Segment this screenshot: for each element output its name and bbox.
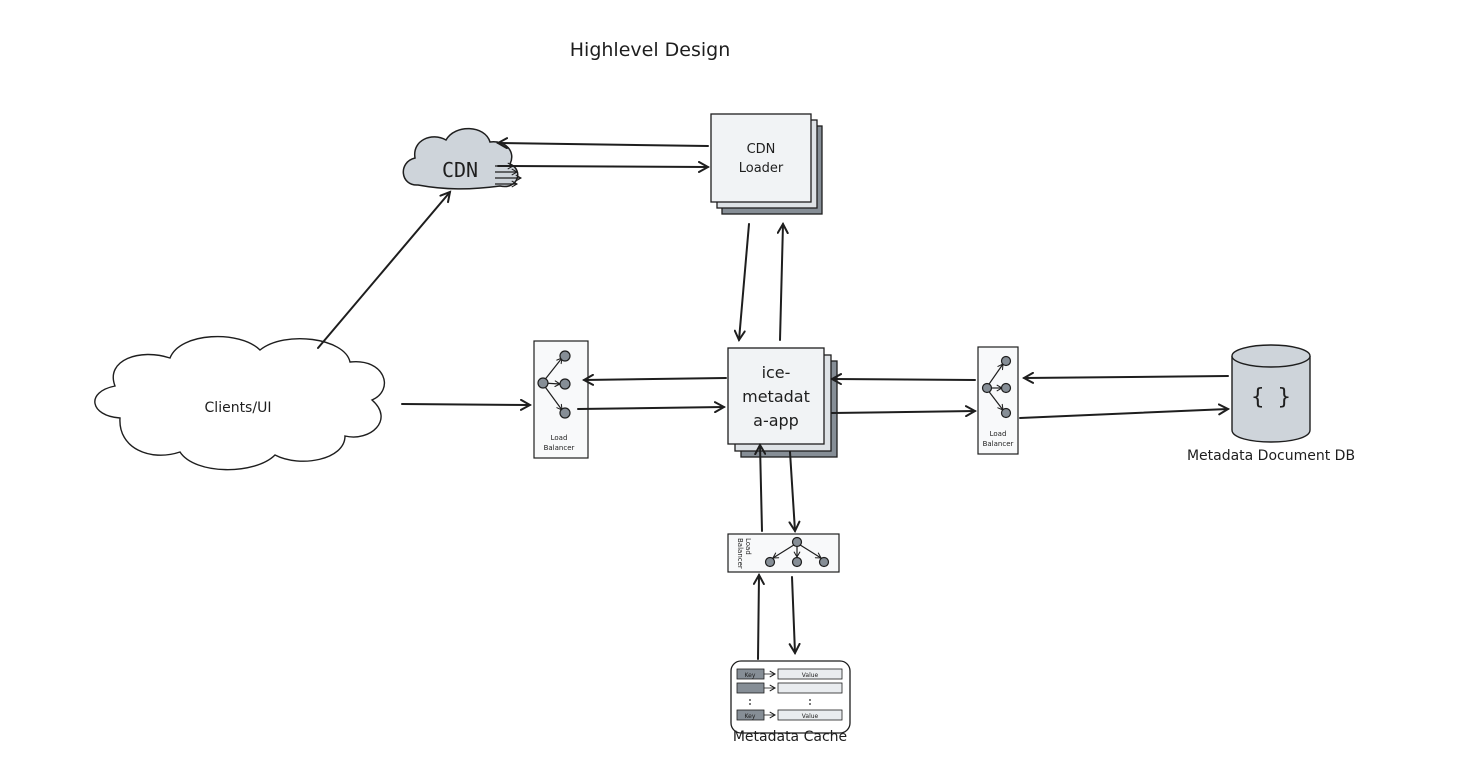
- connectors: [317, 143, 1229, 660]
- db-label: Metadata Document DB: [1187, 448, 1355, 464]
- cache-key-text: Key: [745, 713, 756, 720]
- db-icon-text: { }: [1251, 385, 1291, 410]
- lb-left-tree-icon: [537, 350, 571, 419]
- cache-key-cell: [736, 682, 765, 694]
- edge-app-to-lb-bottom: [790, 451, 795, 531]
- diagram-title: Highlevel Design: [570, 39, 731, 61]
- load-balancer-right[interactable]: Load Balancer: [977, 346, 1019, 455]
- edge-cdn-to-loader: [497, 166, 708, 167]
- cache-value-cell: [777, 668, 843, 680]
- cdn-loader-label-2: Loader: [739, 161, 784, 176]
- edge-db-to-lb-right: [1024, 376, 1229, 378]
- cdn-loader-label-1: CDN: [747, 142, 776, 157]
- load-balancer-left[interactable]: Load Balancer: [533, 340, 589, 459]
- lb-bottom-label-1: Load: [744, 538, 752, 555]
- edge-cache-to-lb-bottom: [758, 575, 759, 660]
- lb-left-label-2: Balancer: [544, 444, 575, 452]
- clients-cloud-icon: [94, 335, 385, 471]
- cache-ellipsis: [749, 699, 811, 705]
- edge-clients-to-lb-left: [401, 404, 530, 405]
- load-balancer-bottom[interactable]: Load Balancer: [727, 533, 840, 573]
- app-node[interactable]: ice- metadat a-app: [727, 347, 838, 458]
- edge-app-to-lb-left: [584, 378, 727, 380]
- lb-right-label-1: Load: [990, 430, 1007, 438]
- edge-clients-to-cdn: [317, 192, 450, 349]
- edge-lb-left-to-app: [577, 407, 724, 409]
- db-node[interactable]: { } Metadata Document DB: [1187, 344, 1355, 464]
- edge-app-to-loader: [780, 224, 783, 341]
- edge-loader-to-cdn: [498, 143, 709, 146]
- edge-app-to-lb-right: [831, 411, 975, 413]
- cache-label: Metadata Cache: [733, 729, 847, 745]
- db-cylinder-icon: [1231, 356, 1311, 443]
- cdn-label: CDN: [442, 158, 478, 182]
- edge-loader-to-app: [739, 223, 750, 340]
- app-label-3: a-app: [753, 411, 799, 430]
- lb-right-label-2: Balancer: [983, 440, 1014, 448]
- cache-node[interactable]: Key Value Key Value Metadata Cache: [730, 660, 851, 745]
- clients-label: Clients/UI: [205, 400, 272, 416]
- lb-right-tree-icon: [981, 355, 1012, 419]
- cache-key-text: Key: [745, 672, 756, 679]
- cdn-node[interactable]: CDN: [402, 127, 523, 190]
- cdn-loader-box: [710, 113, 812, 203]
- cache-value-text: Value: [802, 672, 819, 679]
- edge-lb-bottom-to-cache: [792, 576, 795, 653]
- db-cylinder-top: [1231, 344, 1311, 368]
- lb-bottom-tree-icon: [764, 536, 830, 568]
- cdn-loader-node[interactable]: CDN Loader: [710, 113, 823, 215]
- cache-value-text: Value: [802, 713, 819, 720]
- clients-node[interactable]: Clients/UI: [94, 335, 385, 471]
- app-label-1: ice-: [762, 363, 791, 382]
- cache-value-cell: [777, 709, 843, 721]
- cache-value-cell: [777, 682, 843, 694]
- app-box: [727, 347, 825, 445]
- edge-lb-bottom-to-app: [760, 445, 762, 532]
- lb-left-label-1: Load: [551, 434, 568, 442]
- cdn-cloud-icon: [402, 127, 519, 190]
- edge-lb-right-to-db: [1019, 409, 1228, 419]
- app-label-2: metadat: [742, 387, 810, 406]
- lb-bottom-label-2: Balancer: [736, 538, 744, 569]
- edge-lb-right-to-app: [832, 379, 976, 380]
